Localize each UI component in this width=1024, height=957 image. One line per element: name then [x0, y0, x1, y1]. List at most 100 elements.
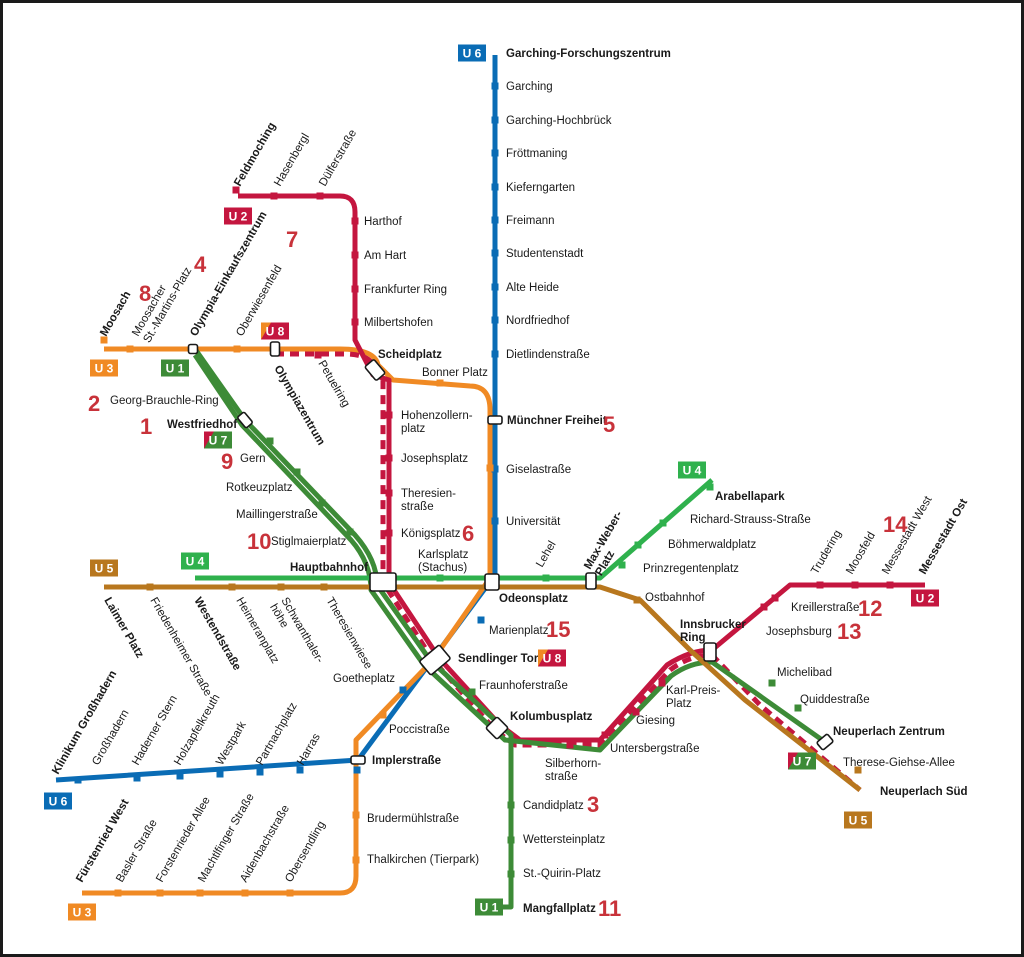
station-label-laimer-platz: Laimer Platz	[101, 596, 145, 661]
interchange-station[interactable]	[585, 572, 597, 590]
marker-number-8: 8	[139, 281, 151, 306]
station-label-line: Odeonsplatz	[499, 593, 568, 605]
line-badge-u4-east[interactable]: U 4	[678, 461, 706, 479]
station-tick	[491, 216, 499, 224]
station-label-thalkirchen: Thalkirchen (Tierpark)	[367, 854, 479, 866]
badge-text: U 2	[916, 592, 935, 606]
station-tick	[886, 581, 894, 589]
station-label-basler-strasse: Basler Straße	[114, 818, 160, 885]
station-label-line: Böhmerwaldplatz	[668, 539, 756, 551]
interchange-station[interactable]	[237, 411, 253, 429]
station-label-line: Klinikum Großhadern	[50, 669, 119, 777]
station-label-line: Karlsplatz	[418, 549, 469, 561]
interchange-station[interactable]	[419, 644, 451, 676]
interchange-station[interactable]	[484, 573, 500, 591]
badge-text: U 1	[166, 362, 185, 376]
station-tick	[318, 499, 326, 507]
line-badge-u6-south[interactable]: U 6	[44, 792, 72, 810]
line-badge-u5-south[interactable]: U 5	[844, 811, 872, 829]
station-label-frankfurter-ring: Frankfurter Ring	[364, 284, 447, 296]
station-tick	[658, 679, 666, 687]
station-label-richard-strauss-strasse: Richard-Strauss-Straße	[690, 514, 811, 526]
station-label-line: Michelibad	[777, 667, 832, 679]
station-label-westfriedhof: Westfriedhof	[167, 419, 237, 431]
interchange-station[interactable]	[269, 341, 281, 357]
station-label-josephsplatz: Josephsplatz	[401, 453, 468, 465]
station-label-scheidplatz: Scheidplatz	[378, 349, 442, 361]
line-badge-u1-west[interactable]: U 1	[161, 359, 189, 377]
interchange-station[interactable]	[364, 359, 386, 381]
station-label-line: Hasenbergl	[272, 132, 312, 189]
station-label-line: Bonner Platz	[422, 367, 488, 379]
station-label-line: Freimann	[506, 215, 555, 227]
station-label-theresienstrasse: Theresien-straße	[401, 488, 456, 513]
station-label-line: Königsplatz	[401, 528, 461, 540]
marker-number-4: 4	[194, 252, 207, 277]
station-label-karlsplatz: Karlsplatz(Stachus)	[418, 549, 469, 574]
line-badge-u3-north[interactable]: U 3	[90, 359, 118, 377]
station-label-line: Untersbergstraße	[610, 743, 699, 755]
station-label-arabellapark: Arabellapark	[715, 491, 785, 503]
line-badge-u2-west[interactable]: U 2	[224, 207, 252, 225]
station-label-nordfriedhof: Nordfriedhof	[506, 315, 570, 327]
station-label-implerstrasse: Implerstraße	[372, 755, 441, 767]
station-tick	[491, 316, 499, 324]
line-badge-u7-neuperlach[interactable]: U 7	[788, 752, 816, 770]
marker-number-5: 5	[603, 412, 615, 437]
station-label-line: Rotkeuzplatz	[226, 482, 293, 494]
station-label-line: straße	[545, 771, 578, 783]
station-label-line: Feldmoching	[232, 121, 278, 189]
station-label-line: Scheidplatz	[378, 349, 442, 361]
station-label-line: Giesing	[636, 715, 675, 727]
station-label-line: Frankfurter Ring	[364, 284, 447, 296]
station-label-theresienwiese: Theresienwiese	[323, 596, 374, 672]
line-badge-u8-olympia[interactable]: U 8	[261, 322, 289, 340]
station-label-line: Moosfeld	[844, 530, 878, 576]
station-label-muenchner-freiheit: Münchner Freiheit	[507, 415, 607, 427]
station-tick	[436, 379, 444, 387]
interchange-station[interactable]	[485, 716, 509, 740]
station-tick	[346, 528, 354, 536]
station-tick	[436, 574, 444, 582]
station-label-trudering: Trudering	[809, 528, 844, 576]
station-label-line: (Stachus)	[418, 562, 467, 574]
interchange-station[interactable]	[350, 755, 366, 765]
interchange-station[interactable]	[703, 642, 717, 662]
station-label-holzapfelkreuth: Holzapfelkreuth	[172, 692, 222, 767]
interchange-station[interactable]	[487, 415, 503, 425]
badge-bg	[224, 207, 252, 225]
interchange-station[interactable]	[369, 572, 397, 592]
line-badge-u6-north[interactable]: U 6	[458, 44, 486, 62]
station-label-fraunhoferstrasse: Fraunhoferstraße	[479, 680, 568, 692]
badge-bg	[44, 792, 72, 810]
line-badge-u2-east[interactable]: U 2	[911, 589, 939, 607]
interchange-station[interactable]	[187, 343, 199, 355]
line-badge-u1-south[interactable]: U 1	[475, 898, 503, 916]
station-label-line: Dietlindenstraße	[506, 349, 590, 361]
station-label-line: Hohenzollern-	[401, 410, 473, 422]
line-badge-u3-south[interactable]: U 3	[68, 903, 96, 921]
station-tick	[270, 192, 278, 200]
interchange-station[interactable]	[816, 733, 834, 751]
station-label-line: Fraunhoferstraße	[479, 680, 568, 692]
marker-number-1: 1	[140, 414, 152, 439]
station-tick	[491, 82, 499, 90]
station-label-line: Ring	[680, 632, 706, 644]
line-badge-u8-sendlinger[interactable]: U 8	[538, 649, 566, 667]
station-label-line: Goetheplatz	[333, 673, 395, 685]
station-label-garching: Garching	[506, 81, 553, 93]
station-tick	[266, 437, 274, 445]
badge-text: U 7	[209, 434, 228, 448]
line-badge-u4-west[interactable]: U 4	[181, 552, 209, 570]
badge-bg	[475, 898, 503, 916]
line-badge-u7-westfriedhof[interactable]: U 7	[204, 431, 232, 449]
badge-bg	[458, 44, 486, 62]
station-label-westpark: Westpark	[214, 719, 249, 767]
line-badge-u5-west[interactable]: U 5	[90, 559, 118, 577]
badge-bg	[90, 559, 118, 577]
station-label-max-weber-platz: Max-Weber-Platz	[582, 509, 636, 578]
station-label-line: Holzapfelkreuth	[172, 692, 222, 767]
station-tick	[314, 351, 322, 359]
